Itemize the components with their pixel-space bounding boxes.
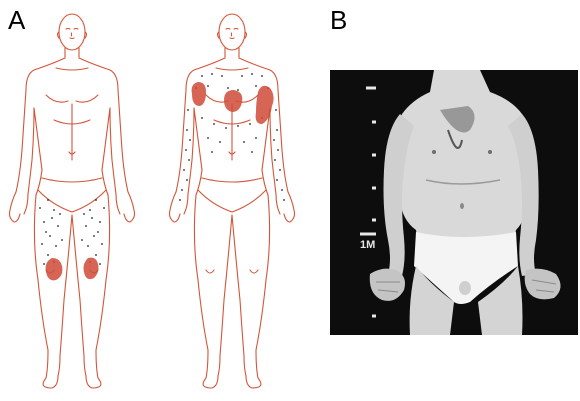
affected-region-right-knee — [84, 258, 99, 280]
stippled-region-thighs — [39, 199, 105, 265]
affected-region-chest — [224, 90, 242, 112]
clinical-photograph: 1M — [330, 70, 578, 335]
panel-label-b: B — [330, 7, 347, 33]
front-figure-right — [170, 14, 295, 388]
affected-region-right-shoulder — [256, 86, 274, 124]
photograph-image: 1M — [330, 70, 578, 335]
front-figure-left — [10, 14, 135, 388]
affected-region-left-knee — [46, 258, 63, 280]
affected-region-left-shoulder — [192, 82, 206, 106]
scale-marker-label: 1M — [360, 239, 375, 251]
body-diagram-panel — [0, 0, 330, 401]
